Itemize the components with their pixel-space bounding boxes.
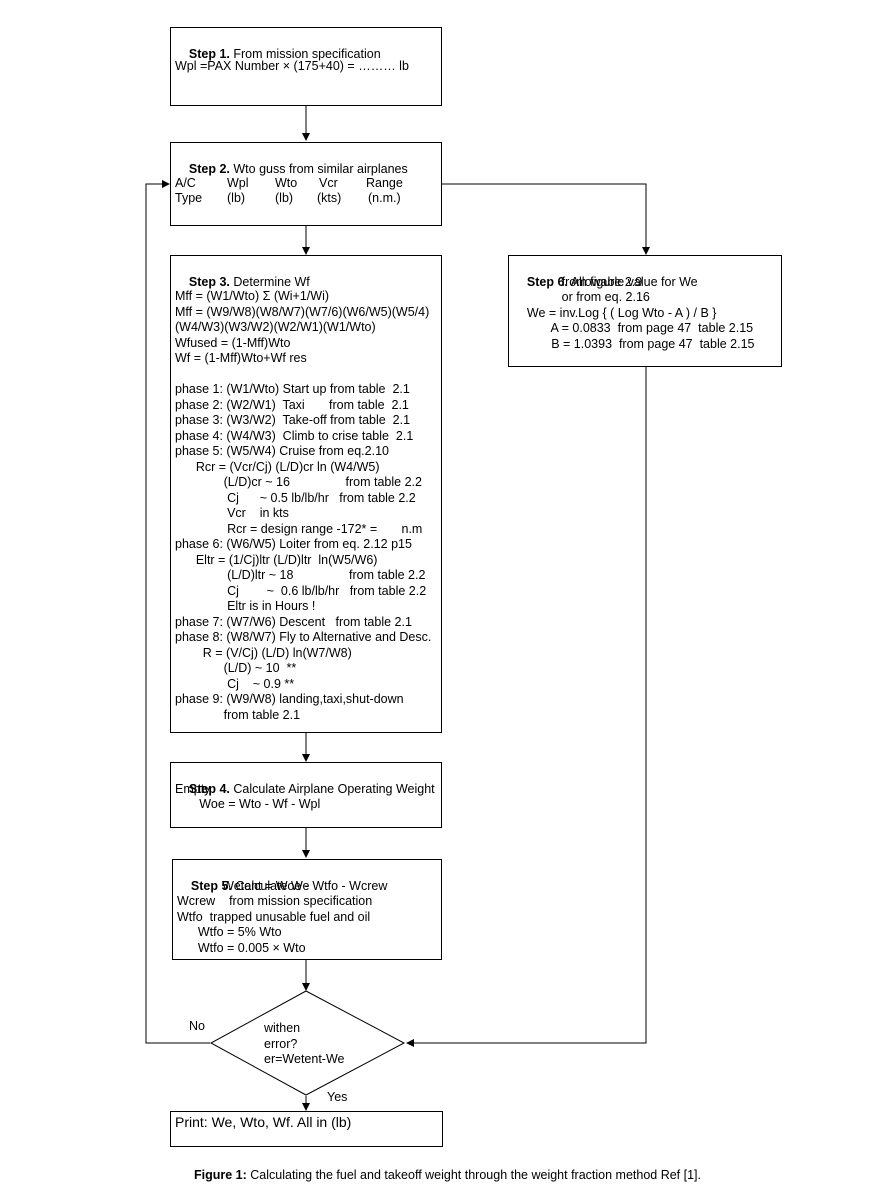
step3-line: (L/D)cr ~ 16 from table 2.2 xyxy=(175,475,422,489)
step4-label: Step 4. xyxy=(188,781,230,796)
step2-title: Wto guss from similar airplanes xyxy=(229,161,408,176)
step3-line: Eltr = (1/Cj)ltr (L/D)ltr ln(W5/W6) xyxy=(175,552,378,567)
step6-label: Step 6. xyxy=(526,274,568,289)
step6-line: B = 1.0393 from page 47 table 2.15 xyxy=(513,336,755,351)
step3-line: (L/D)ltr ~ 18 from table 2.2 xyxy=(175,568,426,582)
caption-text: Calculating the fuel and takeoff weight … xyxy=(246,1168,701,1182)
step1-label: Step 1. xyxy=(188,46,230,61)
step6-line: or from eq. 2.16 xyxy=(513,290,650,304)
col-vcr-bottom: (kts) xyxy=(317,191,342,205)
step3-line: Vcr in kts xyxy=(175,506,289,520)
step5-line: Wcrew from mission specification xyxy=(177,894,373,908)
step1-title: From mission specification xyxy=(229,46,381,61)
col-wpl-top: Wpl xyxy=(227,176,249,190)
step3-line: phase 9: (W9/W8) landing,taxi,shut-down xyxy=(175,692,404,706)
step4-box: Step 4. Calculate Airplane Operating Wei… xyxy=(170,762,442,828)
step5-line: Wetent = Woe - Wtfo - Wcrew xyxy=(177,878,388,893)
arrow-no-loop xyxy=(145,180,210,1044)
step3-line: phase 4: (W4/W3) Climb to crise table 2.… xyxy=(175,428,414,443)
step3-line: Mff = (W9/W8)(W8/W7)(W7/6)(W6/W5)(W5/4) xyxy=(175,304,430,319)
step2-label: Step 2. xyxy=(188,161,230,176)
step6-box: Step 6. Allowable value for We from figu… xyxy=(508,255,782,367)
no-label: No xyxy=(189,1019,205,1033)
yes-label: Yes xyxy=(327,1090,348,1104)
step6-line: A = 0.0833 from page 47 table 2.15 xyxy=(513,321,754,335)
step3-line: from table 2.1 xyxy=(175,707,301,722)
col-wto-bottom: (lb) xyxy=(275,191,294,205)
col-ac-top: A/C xyxy=(175,176,196,190)
step5-line: Wtfo trapped unusable fuel and oil xyxy=(177,909,371,924)
decision-line: er=Wetent-We xyxy=(264,1052,345,1066)
step3-title: Determine Wf xyxy=(229,274,310,289)
step3-label: Step 3. xyxy=(188,274,230,289)
col-wto-top: Wto xyxy=(275,176,298,190)
step3-line: phase 5: (W5/W4) Cruise from eq.2.10 xyxy=(175,444,389,458)
step3-line: (W4/W3)(W3/W2)(W2/W1)(W1/Wto) xyxy=(175,320,376,334)
decision-line: error? xyxy=(264,1036,298,1051)
step6-title: Allowable value for We xyxy=(567,274,698,289)
step5-box: Step 5. Calculate We Wetent = Woe - Wtfo… xyxy=(172,859,442,960)
print-text: Print: We, Wto, Wf. All in (lb) xyxy=(175,1114,352,1130)
step3-line: phase 8: (W8/W7) Fly to Alternative and … xyxy=(175,630,432,644)
step4-line: Woe = Wto - Wf - Wpl xyxy=(175,797,321,811)
step5-title: Calculate We xyxy=(231,878,310,893)
caption-label: Figure 1: xyxy=(193,1168,247,1182)
col-ac-bottom: Type xyxy=(175,191,203,205)
step3-box: Step 3. Determine Wf Mff = (W1/Wto) Σ (W… xyxy=(170,255,442,733)
col-range-bottom: (n.m.) xyxy=(368,191,401,205)
step3-line: Wfused = (1-Mff)Wto xyxy=(175,335,291,350)
step5-line: Wtfo = 0.005 × Wto xyxy=(177,940,306,955)
step3-line: Cj ~ 0.5 lb/lb/hr from table 2.2 xyxy=(175,490,416,505)
col-vcr-top: Vcr xyxy=(319,176,338,190)
step1-box: Step 1. From mission specification Wpl =… xyxy=(170,27,442,106)
print-box: Print: We, Wto, Wf. All in (lb) xyxy=(170,1111,443,1147)
step3-line: Rcr = (Vcr/Cj) (L/D)cr ln (W4/W5) xyxy=(175,459,380,474)
step4-title: Calculate Airplane Operating Weight xyxy=(229,781,435,796)
figure-caption: Figure 1: Calculating the fuel and takeo… xyxy=(0,1168,895,1182)
arrow-step6-to-decision xyxy=(406,367,647,1047)
step3-line: Mff = (W1/Wto) Σ (Wi+1/Wi) xyxy=(175,289,330,303)
step5-line: Wtfo = 5% Wto xyxy=(177,925,282,939)
step3-line: Eltr is in Hours ! xyxy=(175,599,316,613)
step3-line: (L/D) ~ 10 ** xyxy=(175,661,297,675)
step4-line: Empty xyxy=(175,781,211,796)
step3-line: Cj ~ 0.6 lb/lb/hr from table 2.2 xyxy=(175,583,427,598)
step3-line: phase 1: (W1/Wto) Start up from table 2.… xyxy=(175,382,410,396)
step3-line: R = (V/Cj) (L/D) ln(W7/W8) xyxy=(175,645,352,660)
col-range-top: Range xyxy=(366,176,403,190)
step6-line: We = inv.Log { ( Log Wto - A ) / B } xyxy=(513,305,717,320)
step3-line: phase 6: (W6/W5) Loiter from eq. 2.12 p1… xyxy=(175,537,412,551)
step3-line: phase 3: (W3/W2) Take-off from table 2.1 xyxy=(175,413,411,427)
step2-box: Step 2. Wto guss from similar airplanes … xyxy=(170,142,442,226)
step3-line: Rcr = design range -172* = n.m xyxy=(175,521,423,536)
step3-line: Wf = (1-Mff)Wto+Wf res xyxy=(175,351,307,365)
step3-line: phase 7: (W7/W6) Descent from table 2.1 xyxy=(175,614,412,629)
col-wpl-bottom: (lb) xyxy=(227,191,246,205)
step5-label: Step 5. xyxy=(190,878,232,893)
step1-formula: Wpl =PAX Number × (175+40) = ……… lb xyxy=(175,59,409,73)
step3-line: Cj ~ 0.9 ** xyxy=(175,676,295,691)
step6-line: from figure 2.9 xyxy=(513,274,643,289)
decision-line: withen xyxy=(264,1021,301,1035)
arrow-step2-to-step6 xyxy=(441,183,650,255)
step3-line: phase 2: (W2/W1) Taxi from table 2.1 xyxy=(175,397,409,412)
decision-diamond xyxy=(209,990,406,1096)
